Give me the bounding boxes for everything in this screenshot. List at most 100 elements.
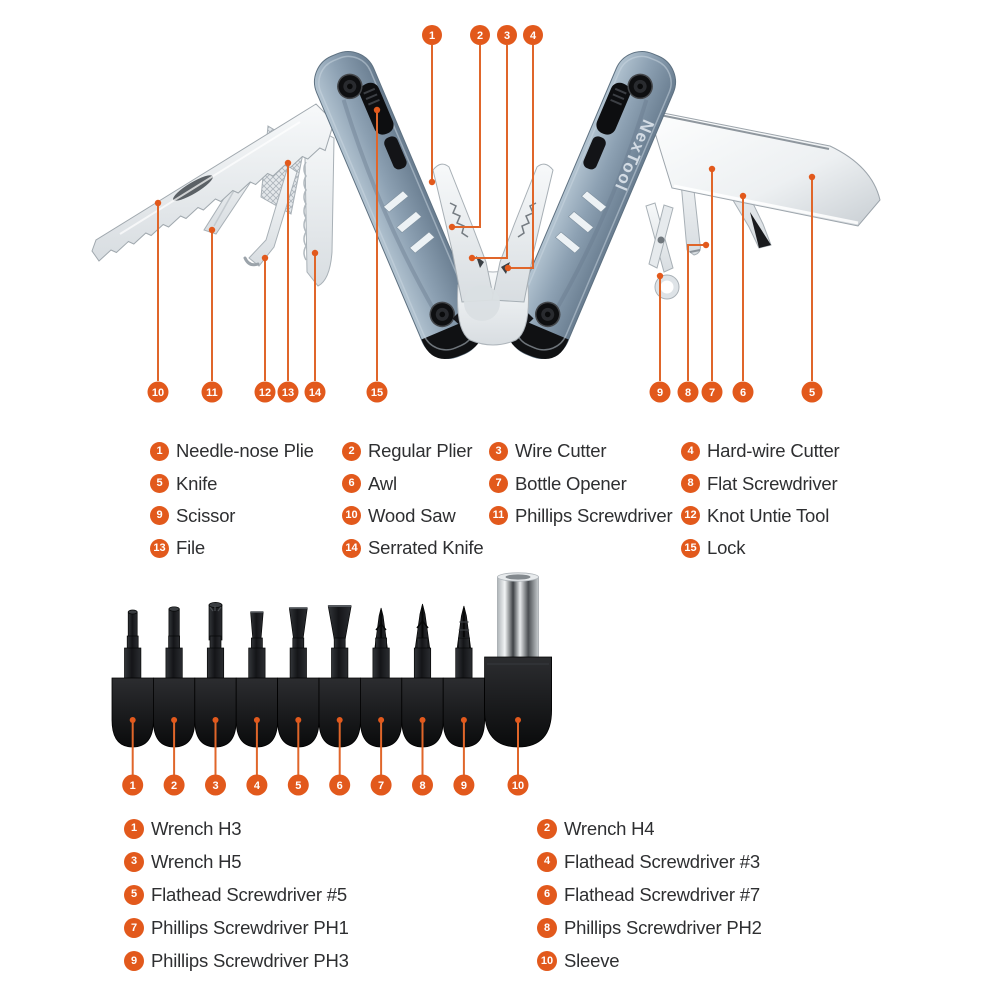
callout-number: 8 — [419, 780, 425, 792]
callout-number: 3 — [212, 780, 218, 792]
callout-number: 7 — [709, 387, 715, 399]
callout-number: 6 — [740, 387, 746, 399]
legend-item-label: Bottle Opener — [515, 472, 627, 494]
callout-number: 10 — [512, 780, 524, 792]
callout-dots-left — [154, 106, 381, 262]
legend-item: 6 Awl — [342, 467, 489, 499]
legend-item: 1 Wrench H3 — [124, 812, 537, 845]
legend-item-badge: 13 — [150, 538, 169, 558]
legend-item-label: Flat Screwdriver — [707, 472, 838, 494]
legend-item: 4 Flathead Screwdriver #3 — [537, 845, 924, 878]
callout-number: 8 — [685, 387, 691, 399]
legend-item-badge: 8 — [537, 918, 557, 939]
legend-item-label: Wire Cutter — [515, 440, 607, 462]
multitool-diagram: NexTool 1 2 — [91, 25, 881, 403]
legend-item: 9 Scissor — [150, 500, 342, 532]
legend-item-label: Phillips Screwdriver PH3 — [151, 950, 349, 972]
legend-item-badge: 1 — [124, 818, 144, 839]
lock-slider — [583, 82, 631, 170]
bit-holder — [111, 656, 552, 748]
legend-item-badge: 12 — [681, 506, 700, 526]
callout-badges-left: 10 11 12 13 14 15 — [147, 381, 388, 403]
legend-item-badge: 14 — [342, 538, 361, 558]
callout-number: 12 — [259, 387, 271, 399]
legend-item-label: Scissor — [176, 504, 236, 526]
wood-saw-tool — [91, 103, 335, 262]
callout-number: 3 — [504, 30, 510, 42]
legend-item: 3 Wrench H5 — [124, 845, 537, 878]
legend-item-badge: 5 — [124, 884, 144, 905]
legend-item-label: Flathead Screwdriver #3 — [564, 850, 760, 872]
callout-number: 11 — [206, 387, 218, 399]
legend-item-label: Flathead Screwdriver #7 — [564, 883, 760, 905]
legend-item-badge: 3 — [489, 441, 508, 461]
serrated-knife-tool — [303, 125, 335, 287]
legend-item: 11 Phillips Screwdriver — [489, 500, 681, 532]
callout-number: 2 — [171, 780, 177, 792]
knot-untie-tool — [243, 165, 298, 267]
bit-3-wrench-h5 — [206, 602, 225, 685]
legend-item-label: Lock — [707, 537, 746, 559]
legend-item-label: Regular Plier — [368, 440, 473, 462]
legend-item-badge: 10 — [537, 951, 557, 972]
callout-number: 15 — [371, 387, 383, 399]
scissors-tool — [645, 202, 680, 300]
legend-item: 7 Bottle Opener — [489, 467, 681, 499]
callout-number: 14 — [309, 387, 322, 399]
legend-item-label: File — [176, 537, 206, 559]
bit-1-wrench-h3 — [124, 609, 142, 685]
bit-callout-dots — [129, 717, 521, 723]
legend-item: 13 File — [150, 532, 342, 564]
legend-item-badge: 11 — [489, 506, 508, 526]
callout-number: 5 — [809, 387, 815, 399]
bit-kit-diagram: 1 2 3 4 5 6 7 8 9 10 — [111, 572, 552, 796]
legend-item: 8 Flat Screwdriver — [681, 467, 910, 499]
legend-item-badge: 4 — [537, 851, 557, 872]
legend-item-label: Phillips Screwdriver — [515, 504, 673, 526]
left-handle — [313, 51, 483, 359]
legend-item-badge: 8 — [681, 474, 700, 494]
bit-4-flathead-3 — [248, 611, 266, 685]
legend-item-badge: 5 — [150, 474, 169, 494]
legend-item-badge: 9 — [150, 506, 169, 526]
legend-item-badge: 6 — [342, 474, 361, 494]
legend-item-label: Knife — [176, 472, 218, 494]
legend-item-label: Phillips Screwdriver PH2 — [564, 917, 762, 939]
callout-number: 7 — [378, 780, 384, 792]
callout-number: 2 — [477, 30, 483, 42]
legend-item-label: Wrench H5 — [151, 850, 242, 872]
knife-tool — [647, 109, 881, 227]
legend-item-label: Awl — [368, 472, 397, 494]
legend-item: 8 Phillips Screwdriver PH2 — [537, 912, 924, 945]
legend-item: 14 Serrated Knife — [342, 532, 489, 564]
bit-callout-lines — [131, 720, 519, 775]
legend-item-label: Wrench H3 — [151, 817, 242, 839]
callout-number: 13 — [282, 387, 294, 399]
callout-number: 9 — [461, 780, 467, 792]
bit-9-phillips-ph3 — [455, 605, 473, 685]
bit-5-flathead-5 — [288, 607, 308, 685]
callout-dots-right — [656, 165, 816, 280]
legend-item-badge: 7 — [489, 474, 508, 494]
legend-item-badge: 1 — [150, 441, 169, 461]
legend-item-badge: 10 — [342, 506, 361, 526]
legend-item-badge: 9 — [124, 951, 144, 972]
legend-item-label: Serrated Knife — [368, 537, 484, 559]
legend-item-label: Phillips Screwdriver PH1 — [151, 917, 349, 939]
callout-number: 4 — [530, 30, 537, 42]
legend-item-badge: 3 — [124, 851, 144, 872]
pivot — [464, 285, 500, 321]
